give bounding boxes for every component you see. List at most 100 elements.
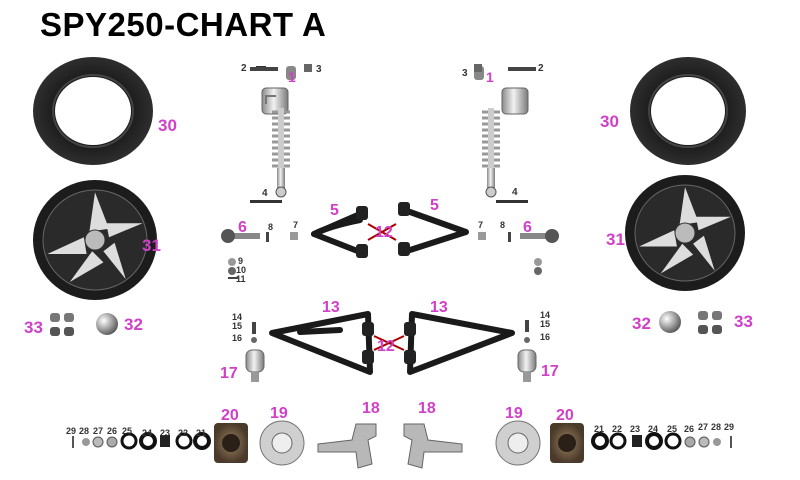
lower-a-arm-left (269, 311, 373, 375)
label-29-left: 29 (66, 426, 76, 436)
label-14-left: 14 (232, 312, 242, 322)
label-5-right: 5 (430, 197, 439, 214)
rim-left (33, 180, 157, 300)
ball-joint-left (245, 322, 265, 382)
label-23-left: 23 (160, 428, 170, 438)
label-18-right: 18 (418, 400, 436, 417)
hub-small-parts-right (591, 432, 732, 450)
label-33-right: 33 (734, 312, 753, 331)
label-2-left: 2 (241, 63, 247, 74)
nut-left (304, 64, 312, 72)
label-11-left: 11 (236, 274, 246, 284)
label-7-right: 7 (478, 220, 483, 230)
steering-knuckle-right (403, 423, 463, 469)
label-20-left: 20 (221, 407, 239, 424)
label-25-right: 25 (667, 424, 677, 434)
label-17-right: 17 (541, 363, 559, 380)
shock-absorber-left (256, 66, 296, 198)
label-5-left: 5 (330, 202, 339, 219)
small-labels: 2 3 3 2 4 4 8 7 7 8 9 10 11 14 15 16 14 … (66, 63, 734, 438)
label-3-right: 3 (462, 68, 468, 79)
tire-left (33, 57, 153, 165)
label-12-lower: 12 (377, 338, 395, 355)
shock-bolt-right (496, 200, 528, 203)
brake-disc-right (495, 420, 541, 466)
label-20-right: 20 (556, 407, 574, 424)
label-16-left: 16 (232, 333, 242, 343)
tire-right (630, 57, 746, 165)
callout-labels: 30 30 31 31 32 32 33 33 1 1 5 5 6 6 12 1… (24, 69, 753, 424)
shock-bolt-left (250, 200, 282, 203)
label-16-right: 16 (540, 332, 550, 342)
label-28-left: 28 (79, 426, 89, 436)
ball-joint-right (517, 320, 537, 382)
steering-knuckle-left (317, 423, 377, 469)
label-19-right: 19 (505, 405, 523, 422)
center-cap-left (96, 313, 118, 335)
label-6-right: 6 (523, 219, 532, 236)
label-17-left: 17 (220, 365, 238, 382)
label-15-right: 15 (540, 319, 550, 329)
label-26-left: 26 (107, 426, 117, 436)
hub-small-parts-left (72, 432, 211, 450)
label-31-left: 31 (142, 236, 161, 255)
tie-rod-end-right (520, 229, 559, 243)
bolt-left (250, 67, 278, 71)
upper-a-arm-left (311, 211, 363, 255)
label-10-left: 10 (236, 265, 246, 275)
label-6-left: 6 (238, 219, 247, 236)
nut-7-left (290, 232, 298, 240)
label-8-left: 8 (268, 222, 273, 232)
nut-7-right (478, 232, 486, 240)
washer-9-right (534, 258, 542, 266)
label-23-right: 23 (630, 424, 640, 434)
bolt-right (508, 67, 536, 71)
label-33-left: 33 (24, 318, 43, 337)
washer-9-left (228, 258, 236, 266)
label-1-right: 1 (486, 69, 494, 85)
label-13-left: 13 (322, 299, 340, 316)
label-32-right: 32 (632, 314, 651, 333)
label-32-left: 32 (124, 315, 143, 334)
label-31-right: 31 (606, 230, 625, 249)
label-15-left: 15 (232, 321, 242, 331)
label-28-right: 28 (711, 422, 721, 432)
label-24-left: 24 (142, 428, 152, 438)
label-7-left: 7 (293, 220, 298, 230)
washer-10-right (534, 267, 542, 275)
label-22-left: 22 (178, 428, 188, 438)
label-30-left: 30 (158, 116, 177, 135)
label-8-right: 8 (500, 220, 505, 230)
hub-right (550, 423, 584, 463)
lug-nuts-left (50, 313, 74, 336)
label-25-left: 25 (122, 426, 132, 436)
lug-nuts-right (698, 311, 722, 334)
rim-right (625, 175, 745, 291)
label-29-right: 29 (724, 422, 734, 432)
hub-left (214, 423, 248, 463)
label-2-right: 2 (538, 63, 544, 74)
bushings-upper (356, 202, 410, 258)
label-19-left: 19 (270, 405, 288, 422)
part-11-left (228, 277, 238, 279)
label-30-right: 30 (600, 112, 619, 131)
chart-title: SPY250-CHART A (40, 6, 327, 43)
label-24-right: 24 (648, 424, 658, 434)
pin-right (508, 232, 511, 242)
label-12-upper: 12 (375, 224, 393, 241)
label-27-left: 27 (93, 426, 103, 436)
label-21-left: 21 (196, 428, 206, 438)
brake-disc-left (259, 420, 305, 466)
washer-10-left (228, 267, 236, 275)
center-cap-right (659, 311, 681, 333)
label-21-right: 21 (594, 424, 604, 434)
nut-right (474, 64, 482, 72)
label-27-right: 27 (698, 422, 708, 432)
tie-rod-end-left (221, 229, 260, 243)
label-13-right: 13 (430, 299, 448, 316)
pin-left (266, 232, 269, 242)
bushings-lower (362, 322, 416, 364)
upper-a-arm-right (407, 209, 469, 253)
